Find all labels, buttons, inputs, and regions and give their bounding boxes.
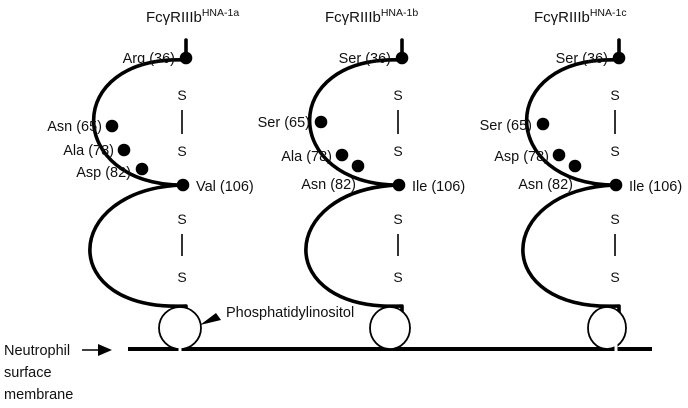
residue-label-78: Ala (78) <box>281 149 332 165</box>
residue-marker-65 <box>105 119 119 133</box>
anchor-label: Phosphatidylinositol <box>226 305 354 321</box>
disulfide-s-upper-2: S <box>393 143 402 159</box>
disulfide-s-lower: S <box>393 211 402 227</box>
residue-label-65: Ser (65) <box>258 115 310 131</box>
gpi-anchor-ellipse <box>369 306 411 350</box>
disulfide-s-lower-2: S <box>393 269 402 285</box>
disulfide-s-upper: S <box>393 87 402 103</box>
residue-label-106: Val (106) <box>196 179 254 195</box>
residue-marker-78 <box>335 148 349 162</box>
residue-marker-78 <box>552 148 566 162</box>
residue-label-36: Ser (36) <box>556 51 608 67</box>
variant-title-superscript: HNA-1a <box>202 7 240 19</box>
variant-title: FcγRIIIbHNA-1b <box>325 7 418 26</box>
residue-label-36: Ser (36) <box>339 51 391 67</box>
variant-hna-1b: FcγRIIIbHNA-1b Ser (36) Ser (65) Ala (78… <box>258 7 465 350</box>
residue-marker-36 <box>179 51 193 65</box>
residue-marker-78 <box>117 143 131 157</box>
anchor-pointer-arrow <box>200 313 221 325</box>
residue-label-65: Ser (65) <box>480 118 532 134</box>
residue-marker-82 <box>351 159 365 173</box>
variant-title-main: FcγRIIIb <box>534 9 590 26</box>
membrane-label-line-1: Neutrophil <box>4 343 70 359</box>
residue-label-82: Asn (82) <box>518 177 573 193</box>
membrane-arrow-icon <box>82 344 112 356</box>
residue-label-78: Ala (78) <box>63 143 114 159</box>
disulfide-s-lower-2: S <box>610 269 619 285</box>
disulfide-s-upper-2: S <box>610 143 619 159</box>
disulfide-s-upper-2: S <box>177 143 186 159</box>
residue-label-106: Ile (106) <box>629 179 682 195</box>
residue-marker-65 <box>314 115 328 129</box>
gpi-anchor-gap <box>614 336 618 352</box>
residue-marker-36 <box>395 51 409 65</box>
variant-hna-1c: FcγRIIIbHNA-1c Ser (36) Ser (65) Asp (78… <box>480 7 682 352</box>
residue-marker-106 <box>392 178 406 192</box>
gpi-anchor-ellipse <box>587 306 627 350</box>
residue-label-82: Asp (82) <box>76 165 131 181</box>
disulfide-s-upper: S <box>610 87 619 103</box>
residue-label-36: Arg (36) <box>123 51 175 67</box>
disulfide-s-lower-2: S <box>177 269 186 285</box>
disulfide-s-lower: S <box>610 211 619 227</box>
variant-title-superscript: HNA-1c <box>590 7 627 19</box>
residue-label-82: Asn (82) <box>301 177 356 193</box>
gpi-anchor-gap <box>178 336 182 352</box>
residue-marker-106 <box>609 178 623 192</box>
residue-marker-106 <box>176 178 190 192</box>
variant-title-main: FcγRIIIb <box>146 9 202 26</box>
residue-label-106: Ile (106) <box>412 179 465 195</box>
variant-hna-1a: FcγRIIIbHNA-1a Arg (36) Asn (65) Ala (78… <box>47 7 254 352</box>
variant-title-main: FcγRIIIb <box>325 9 381 26</box>
variant-title: FcγRIIIbHNA-1a <box>146 7 239 26</box>
residue-marker-36 <box>612 51 626 65</box>
disulfide-s-upper: S <box>177 87 186 103</box>
residue-label-65: Asn (65) <box>47 119 102 135</box>
membrane-label-line-2: surface <box>4 365 52 381</box>
residue-label-78: Asp (78) <box>494 149 549 165</box>
membrane-label-line-3: membrane <box>4 387 73 403</box>
variant-title-superscript: HNA-1b <box>381 7 419 19</box>
variant-title: FcγRIIIbHNA-1c <box>534 7 627 26</box>
residue-marker-65 <box>536 117 550 131</box>
residue-marker-82 <box>135 162 149 176</box>
disulfide-s-lower: S <box>177 211 186 227</box>
residue-marker-82 <box>568 159 582 173</box>
